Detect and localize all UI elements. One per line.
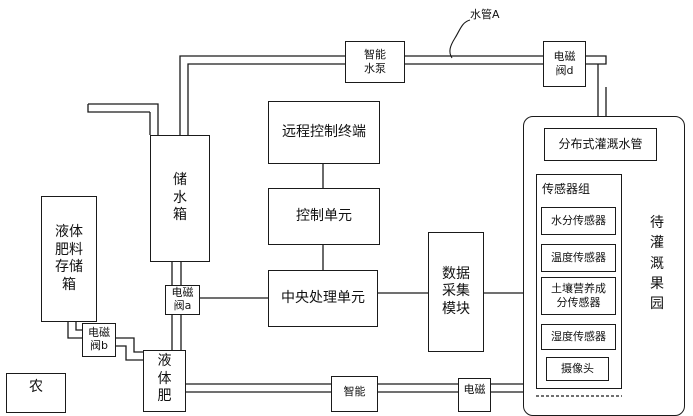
pipe-top-left-stub: [87, 103, 159, 135]
camera: 摄像头: [546, 357, 609, 381]
pipe-tank-to-pump-outer: [179, 55, 345, 135]
solenoid-valve-d: 电磁 阀d: [543, 41, 586, 87]
control-unit: 控制单元: [268, 188, 380, 245]
sensor-group-title: 传感器组: [542, 182, 591, 196]
pipe-label-leader: [449, 19, 471, 59]
central-processing-unit: 中央处理单元: [268, 270, 378, 327]
soil-nutrient-sensor: 土壤营养成 分传感器: [541, 277, 616, 315]
humidity-sensor: 湿度传感器: [541, 324, 616, 350]
liquid-fertilizer-mixing-box: 液 体 肥: [143, 350, 186, 412]
water-storage-tank: 储 水 箱: [150, 135, 210, 262]
smart-pump-bottom: 智能: [331, 376, 378, 412]
pipe-tank-to-pump-inner: [187, 63, 345, 135]
orchard-title: 待 灌 溉 果 园: [650, 215, 664, 313]
smart-pump-top: 智能 水泵: [345, 41, 405, 83]
pipe-valve-b-to-box: [116, 337, 143, 361]
moisture-sensor: 水分传感器: [541, 207, 616, 235]
pipe-valve-d-right-stub: [586, 55, 607, 65]
remote-control-terminal: 远程控制终端: [268, 101, 380, 164]
connection-lines: [67, 19, 607, 393]
solenoid-valve-b: 电磁 阀b: [82, 323, 116, 357]
solenoid-valve-bottom: 电磁: [458, 378, 491, 412]
solenoid-valve-a: 电磁 阀a: [165, 285, 200, 315]
irrigation-system-diagram: 水管A 智能 水泵 电磁 阀d 远程控制终端 控制单元 中央处理单元 数据 采集…: [6, 8, 685, 416]
pipe-fert-to-valve-b: [67, 322, 82, 339]
temperature-sensor: 温度传感器: [541, 244, 616, 272]
farm-box: 农: [6, 373, 66, 413]
distributed-irrigation-pipe: 分布式灌溉水管: [544, 128, 657, 161]
liquid-fertilizer-storage-tank: 液体 肥料 存储 箱: [41, 196, 97, 322]
data-acquisition-module: 数据 采集 模块: [428, 232, 484, 352]
pipe-a-label: 水管A: [470, 8, 500, 21]
